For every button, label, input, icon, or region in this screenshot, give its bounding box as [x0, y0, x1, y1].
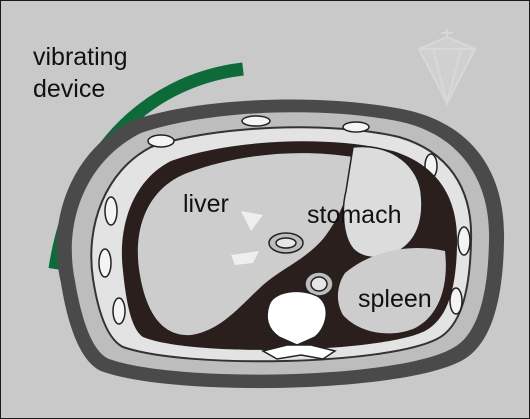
label-stomach: stomach	[307, 202, 401, 229]
label-spleen: spleen	[358, 286, 432, 313]
label-liver: liver	[183, 191, 229, 218]
diamond-icon	[419, 29, 475, 103]
label-vibrating-device: vibrating device	[33, 41, 183, 105]
